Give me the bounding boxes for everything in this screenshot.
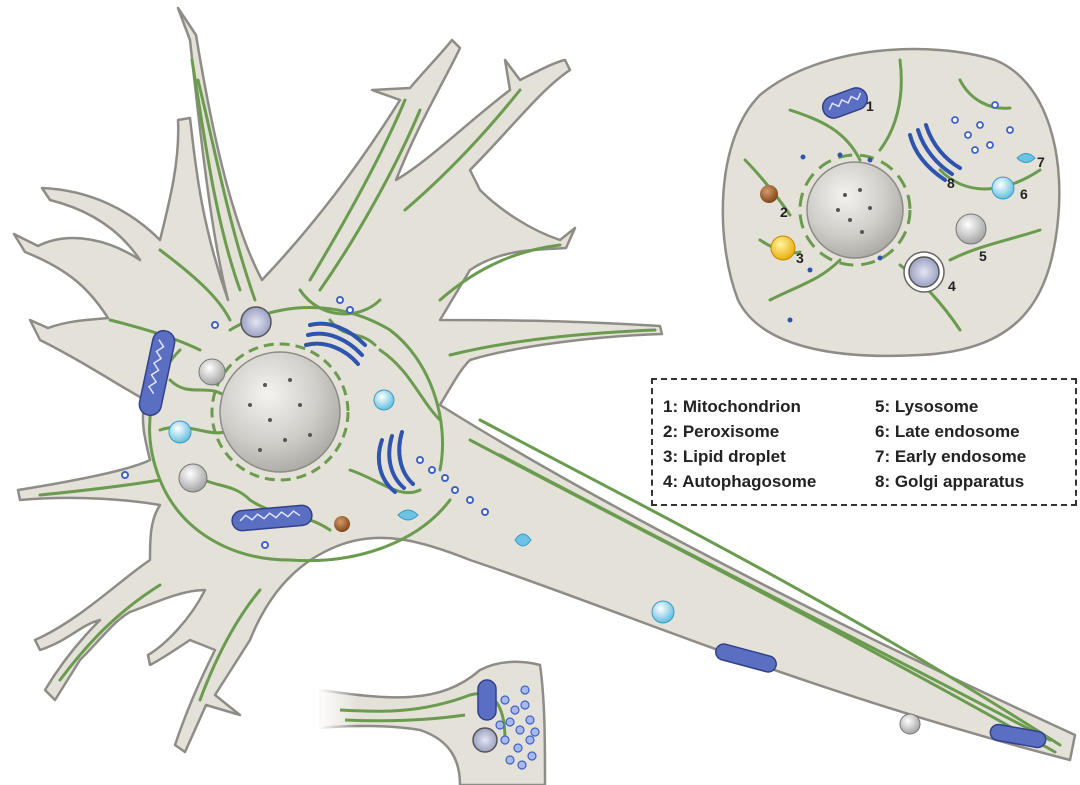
organelle-3-lipid-droplet xyxy=(770,235,796,261)
label-2: 2 xyxy=(780,204,788,220)
organelle-5-lysosome xyxy=(955,213,987,245)
organelle-4-autophagosome xyxy=(903,251,945,293)
legend-column-left: 1: Mitochondrion 2: Peroxisome 3: Lipid … xyxy=(663,394,816,494)
neuron-lysosomes xyxy=(178,358,921,735)
legend-item-peroxisome: 2: Peroxisome xyxy=(663,422,780,441)
label-6: 6 xyxy=(1020,186,1028,202)
label-4: 4 xyxy=(948,278,956,294)
nuclear-envelope-er xyxy=(210,342,350,482)
neuron-early-endosomes xyxy=(397,509,532,547)
neuron-nucleus xyxy=(219,351,341,473)
neuron xyxy=(12,6,1077,762)
legend-item-mitochondrion: 1: Mitochondrion xyxy=(663,397,801,416)
legend-item-lysosome: 5: Lysosome xyxy=(875,397,979,416)
label-7: 7 xyxy=(1037,154,1045,170)
axon-terminal xyxy=(318,660,547,785)
neuron-autophagosome xyxy=(240,306,272,338)
neuron-mitochondria xyxy=(138,329,313,532)
organelle-7-early-endosome xyxy=(1016,153,1036,163)
neuron-outline xyxy=(12,6,1077,762)
label-8: 8 xyxy=(947,175,955,191)
legend-item-golgi-apparatus: 8: Golgi apparatus xyxy=(875,472,1025,491)
label-5: 5 xyxy=(979,248,987,264)
axon-mitochondria xyxy=(715,643,1047,749)
neuron-golgi xyxy=(304,321,415,494)
neuron-late-endosomes xyxy=(168,389,675,624)
neuron-peroxisome xyxy=(334,516,350,532)
nucleolus-dots xyxy=(248,378,312,452)
generic-nucleus xyxy=(806,161,904,259)
legend-item-early-endosome: 7: Early endosome xyxy=(875,447,1027,466)
legend-column-right: 5: Lysosome 6: Late endosome 7: Early en… xyxy=(875,394,1026,494)
organelle-8-golgi xyxy=(908,123,962,182)
organelle-legend: 1: Mitochondrion 2: Peroxisome 3: Lipid … xyxy=(651,378,1077,506)
legend-item-lipid-droplet: 3: Lipid droplet xyxy=(663,447,786,466)
organelle-1-mitochondrion xyxy=(821,87,869,119)
organelle-6-late-endosome xyxy=(991,176,1015,200)
legend-item-autophagosome: 4: Autophagosome xyxy=(663,472,817,491)
label-1: 1 xyxy=(866,98,874,114)
legend-item-late-endosome: 6: Late endosome xyxy=(875,422,1020,441)
organelle-2-peroxisome xyxy=(760,185,778,203)
neuron-vesicles xyxy=(121,296,489,549)
label-3: 3 xyxy=(796,250,804,266)
generic-cell: 1 2 3 4 5 6 7 8 xyxy=(721,47,1061,358)
